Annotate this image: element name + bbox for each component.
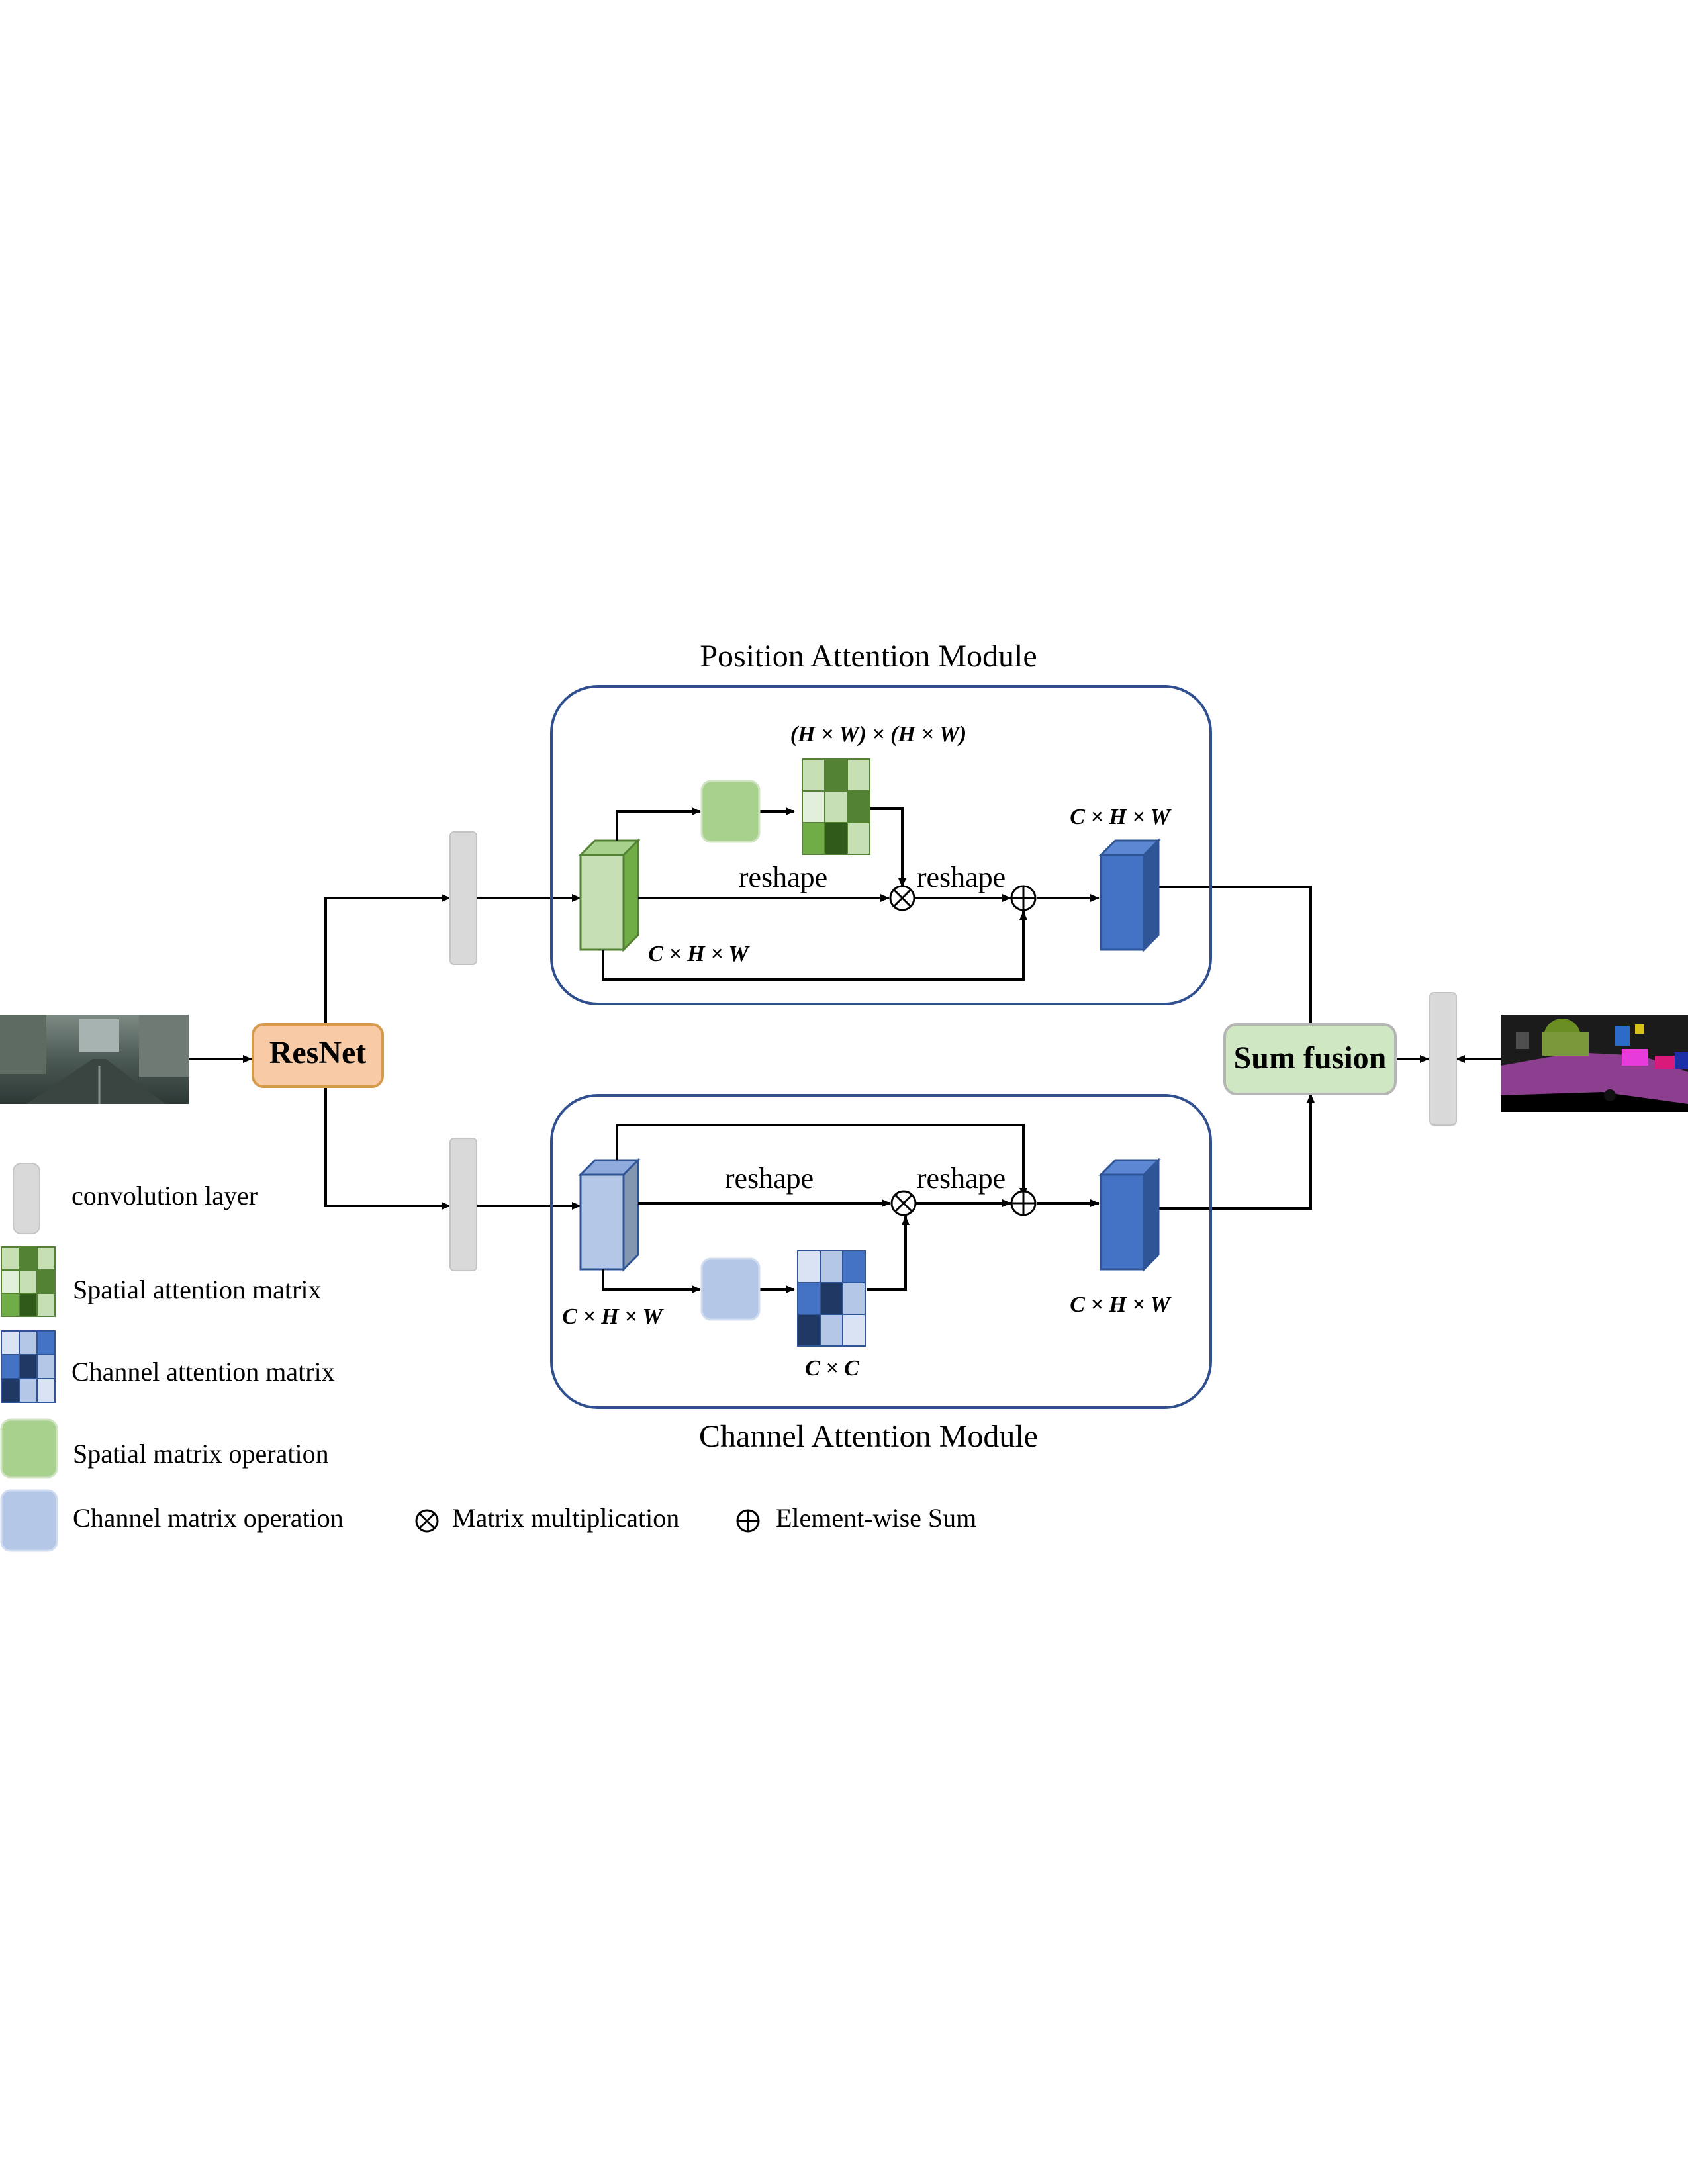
legend-elem-sum-icon <box>736 1509 760 1533</box>
conv-layer-bottom <box>449 1138 477 1271</box>
legend-elem-sum-label: Element-wise Sum <box>776 1503 976 1533</box>
legend-channel-op-swatch <box>0 1489 58 1552</box>
legend-elem-sum: Element-wise Sum <box>736 1503 976 1533</box>
cam-internals: reshape reshape C × H × W C × C C × H × … <box>562 1124 1172 1381</box>
conv-layer-output <box>1429 992 1457 1126</box>
cam-channel-attention-matrix <box>797 1250 866 1347</box>
cam-reshape-label-1: reshape <box>725 1162 814 1195</box>
legend-spatial-attention-label: Spatial attention matrix <box>73 1275 321 1304</box>
pam-wire-skip <box>602 911 1027 981</box>
pam-reshape-label-2: reshape <box>917 861 1006 893</box>
resnet-block: ResNet <box>252 1023 384 1088</box>
resnet-label: ResNet <box>269 1035 367 1070</box>
wire-pam-output-to-fusion <box>1158 886 1315 1053</box>
legend: convolution layer Spatial attention matr… <box>0 1163 976 1552</box>
legend-spatial-attention: Spatial attention matrix <box>1 1246 321 1317</box>
legend-conv-swatch <box>13 1163 40 1234</box>
cam-output-cuboid <box>1098 1158 1161 1272</box>
cam-input-dimension: C × H × W <box>562 1304 664 1329</box>
wire-resnet-to-bottom-conv <box>324 1087 451 1210</box>
legend-channel-op-label: Channel matrix operation <box>73 1503 344 1533</box>
cam-element-wise-sum-icon <box>1010 1190 1037 1216</box>
pam-wire-matrix-to-mul <box>870 807 906 887</box>
legend-spatial-attention-swatch <box>1 1246 56 1317</box>
pam-feature-cuboid <box>578 838 641 952</box>
sum-fusion-block: Sum fusion <box>1223 1023 1397 1095</box>
pam-wire-to-op <box>616 807 701 841</box>
channel-attention-module <box>550 1094 1212 1409</box>
legend-conv-label: convolution layer <box>71 1181 258 1210</box>
sum-fusion-label: Sum fusion <box>1234 1040 1387 1075</box>
cam-wire-to-op <box>602 1269 701 1293</box>
cam-reshape-label-2: reshape <box>917 1162 1006 1195</box>
legend-channel-attention-label: Channel attention matrix <box>71 1357 335 1387</box>
cam-output-dimension: C × H × W <box>1070 1293 1172 1317</box>
cam-wire-matrix-to-mul <box>867 1216 910 1291</box>
pam-matrix-multiplication-icon <box>889 885 915 911</box>
pam-internals: (H × W) × (H × W) reshape reshape C × H … <box>578 722 1172 981</box>
legend-spatial-op-swatch <box>0 1418 58 1479</box>
pam-element-wise-sum-icon <box>1010 885 1037 911</box>
cam-wire-skip <box>616 1124 1027 1197</box>
position-attention-module <box>550 685 1212 1005</box>
cam-channel-operation <box>700 1257 761 1321</box>
legend-matmul-icon <box>415 1509 439 1533</box>
main-connectors <box>189 886 1501 1210</box>
pam-matrix-dimension: (H × W) × (H × W) <box>790 722 967 747</box>
legend-channel-op: Channel matrix operation <box>0 1489 344 1552</box>
position-attention-title: Position Attention Module <box>700 639 1037 674</box>
legend-channel-attention-swatch <box>1 1330 56 1403</box>
pam-output-cuboid <box>1098 838 1161 952</box>
legend-channel-attention: Channel attention matrix <box>1 1330 335 1403</box>
wire-cam-output-to-fusion <box>1158 1093 1315 1210</box>
cam-matrix-multiplication-icon <box>890 1190 917 1216</box>
output-segmentation-image <box>1501 1015 1688 1112</box>
cam-feature-cuboid <box>578 1158 641 1272</box>
legend-spatial-op-label: Spatial matrix operation <box>73 1439 329 1469</box>
input-image <box>0 1015 189 1104</box>
pam-spatial-operation <box>700 780 761 843</box>
wire-resnet-to-top-conv <box>324 894 451 1024</box>
pam-reshape-label-1: reshape <box>739 861 827 893</box>
conv-layer-top <box>449 831 477 965</box>
pam-output-dimension: C × H × W <box>1070 805 1172 829</box>
legend-matmul-label: Matrix multiplication <box>452 1503 679 1533</box>
legend-conv: convolution layer <box>13 1163 258 1234</box>
cam-matrix-dimension: C × C <box>805 1356 859 1381</box>
pam-input-dimension: C × H × W <box>648 942 750 966</box>
channel-attention-title: Channel Attention Module <box>699 1419 1038 1454</box>
pam-spatial-attention-matrix <box>802 758 870 855</box>
legend-matmul: Matrix multiplication <box>415 1503 679 1533</box>
legend-spatial-op: Spatial matrix operation <box>0 1418 329 1479</box>
